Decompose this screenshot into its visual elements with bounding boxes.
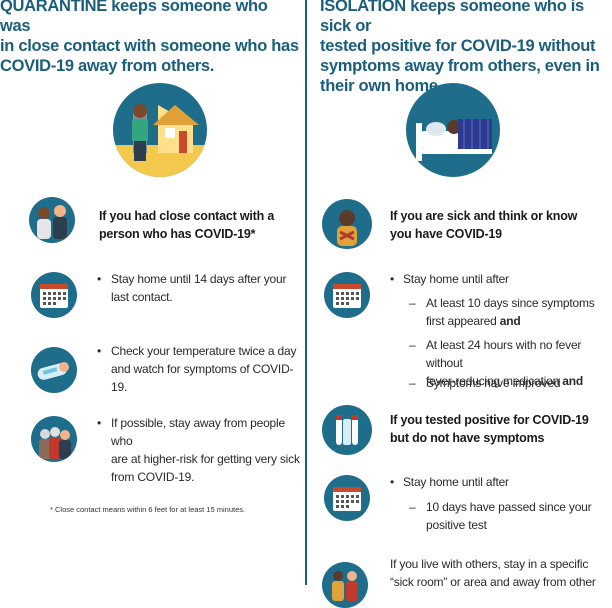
close-contact-line: If you had close contact with a <box>99 209 275 223</box>
calendar-icon <box>324 475 370 521</box>
quarantine-heading-line: COVID-19 away from others. <box>0 57 215 75</box>
stay-home-line: last contact. <box>111 290 173 304</box>
isolation-column: ISOLATION keeps someone who is sick or t… <box>312 0 612 608</box>
stay-home-line: Stay home until 14 days after your <box>111 272 287 286</box>
days10-line: first appeared <box>426 314 497 328</box>
people-icon <box>322 562 368 608</box>
column-divider <box>305 0 307 585</box>
sick-person-icon <box>322 199 372 249</box>
quarantine-column: QUARANTINE keeps someone who was in clos… <box>0 0 300 585</box>
temperature-line: and watch for symptoms of COVID-19. <box>111 362 294 394</box>
isolation-heading-line: ISOLATION keeps someone who is sick or <box>320 0 584 35</box>
thermometer-icon <box>31 347 77 393</box>
temperature-text: Check your temperature twice a day and w… <box>111 342 300 396</box>
symptoms-improved-text: Symptoms have improved <box>426 376 561 390</box>
dash: – <box>409 376 416 390</box>
bullet: • <box>390 475 395 489</box>
stay-home-text: Stay home until 14 days after your last … <box>111 270 287 306</box>
close-contact-footnote: * Close contact means within 6 feet for … <box>50 505 246 514</box>
risk-line: If possible, stay away from people who <box>111 416 285 448</box>
stay-home-after-text: Stay home until after <box>403 272 509 286</box>
tested-line: but do not have symptoms <box>390 431 545 445</box>
dash: – <box>409 296 416 310</box>
tested-positive-title: If you tested positive for COVID-19 but … <box>390 411 589 447</box>
tested-line: If you tested positive for COVID-19 <box>390 413 589 427</box>
hours24-line: At least 24 hours with no fever without <box>426 338 582 370</box>
close-contact-title: If you had close contact with a person w… <box>99 207 274 243</box>
live-with-others-text: If you live with others, stay in a speci… <box>390 555 596 591</box>
close-contact-line: person who has COVID-19* <box>99 227 256 241</box>
house-person-icon <box>113 83 207 177</box>
dash: – <box>409 338 416 352</box>
hours24-text: At least 24 hours with no fever without … <box>426 336 612 390</box>
calendar-icon <box>324 272 370 318</box>
quarantine-heading-line: in close contact with someone who has <box>0 37 299 55</box>
person-in-bed-icon <box>406 83 500 177</box>
and-emphasis: and <box>562 374 583 388</box>
quarantine-heading-line: QUARANTINE keeps someone who was <box>0 0 268 35</box>
sick-line: you have COVID-19 <box>390 227 502 241</box>
risk-line: are at higher-risk for getting very sick <box>111 452 300 466</box>
bullet: • <box>97 416 102 430</box>
days-passed-line: 10 days have passed since your <box>426 500 592 514</box>
calendar-icon <box>31 272 77 318</box>
isolation-heading: ISOLATION keeps someone who is sick or t… <box>320 0 612 96</box>
risk-text: If possible, stay away from people who a… <box>111 414 300 486</box>
two-people-icon <box>29 197 75 243</box>
dash: – <box>409 500 416 514</box>
stay-home-after-text: Stay home until after <box>403 475 509 489</box>
live-line: If you live with others, stay in a speci… <box>390 557 589 571</box>
and-emphasis: and <box>499 314 521 328</box>
temperature-line: Check your temperature twice a day <box>111 344 297 358</box>
isolation-heading-line: symptoms away from others, even in <box>320 57 600 75</box>
days-passed-text: 10 days have passed since your positive … <box>426 498 592 534</box>
bullet: • <box>390 272 395 286</box>
quarantine-heading: QUARANTINE keeps someone who was in clos… <box>0 0 300 76</box>
days10-line: At least 10 days since symptoms <box>426 296 595 310</box>
test-tubes-icon <box>322 405 372 455</box>
bullet: • <box>97 344 102 358</box>
risk-line: from COVID-19. <box>111 470 195 484</box>
sick-title: If you are sick and think or know you ha… <box>390 207 577 243</box>
elderly-people-icon <box>31 416 77 462</box>
days-passed-line: positive test <box>426 518 487 532</box>
hours24-line: fever-reducing medication <box>426 374 560 388</box>
bullet: • <box>97 272 102 286</box>
live-line: “sick room” or area and away from other <box>390 575 596 589</box>
isolation-heading-line: tested positive for COVID-19 without <box>320 37 596 55</box>
isolation-heading-line: their own home. <box>320 77 443 95</box>
days10-text: At least 10 days since symptoms first ap… <box>426 294 595 330</box>
sick-line: If you are sick and think or know <box>390 209 578 223</box>
